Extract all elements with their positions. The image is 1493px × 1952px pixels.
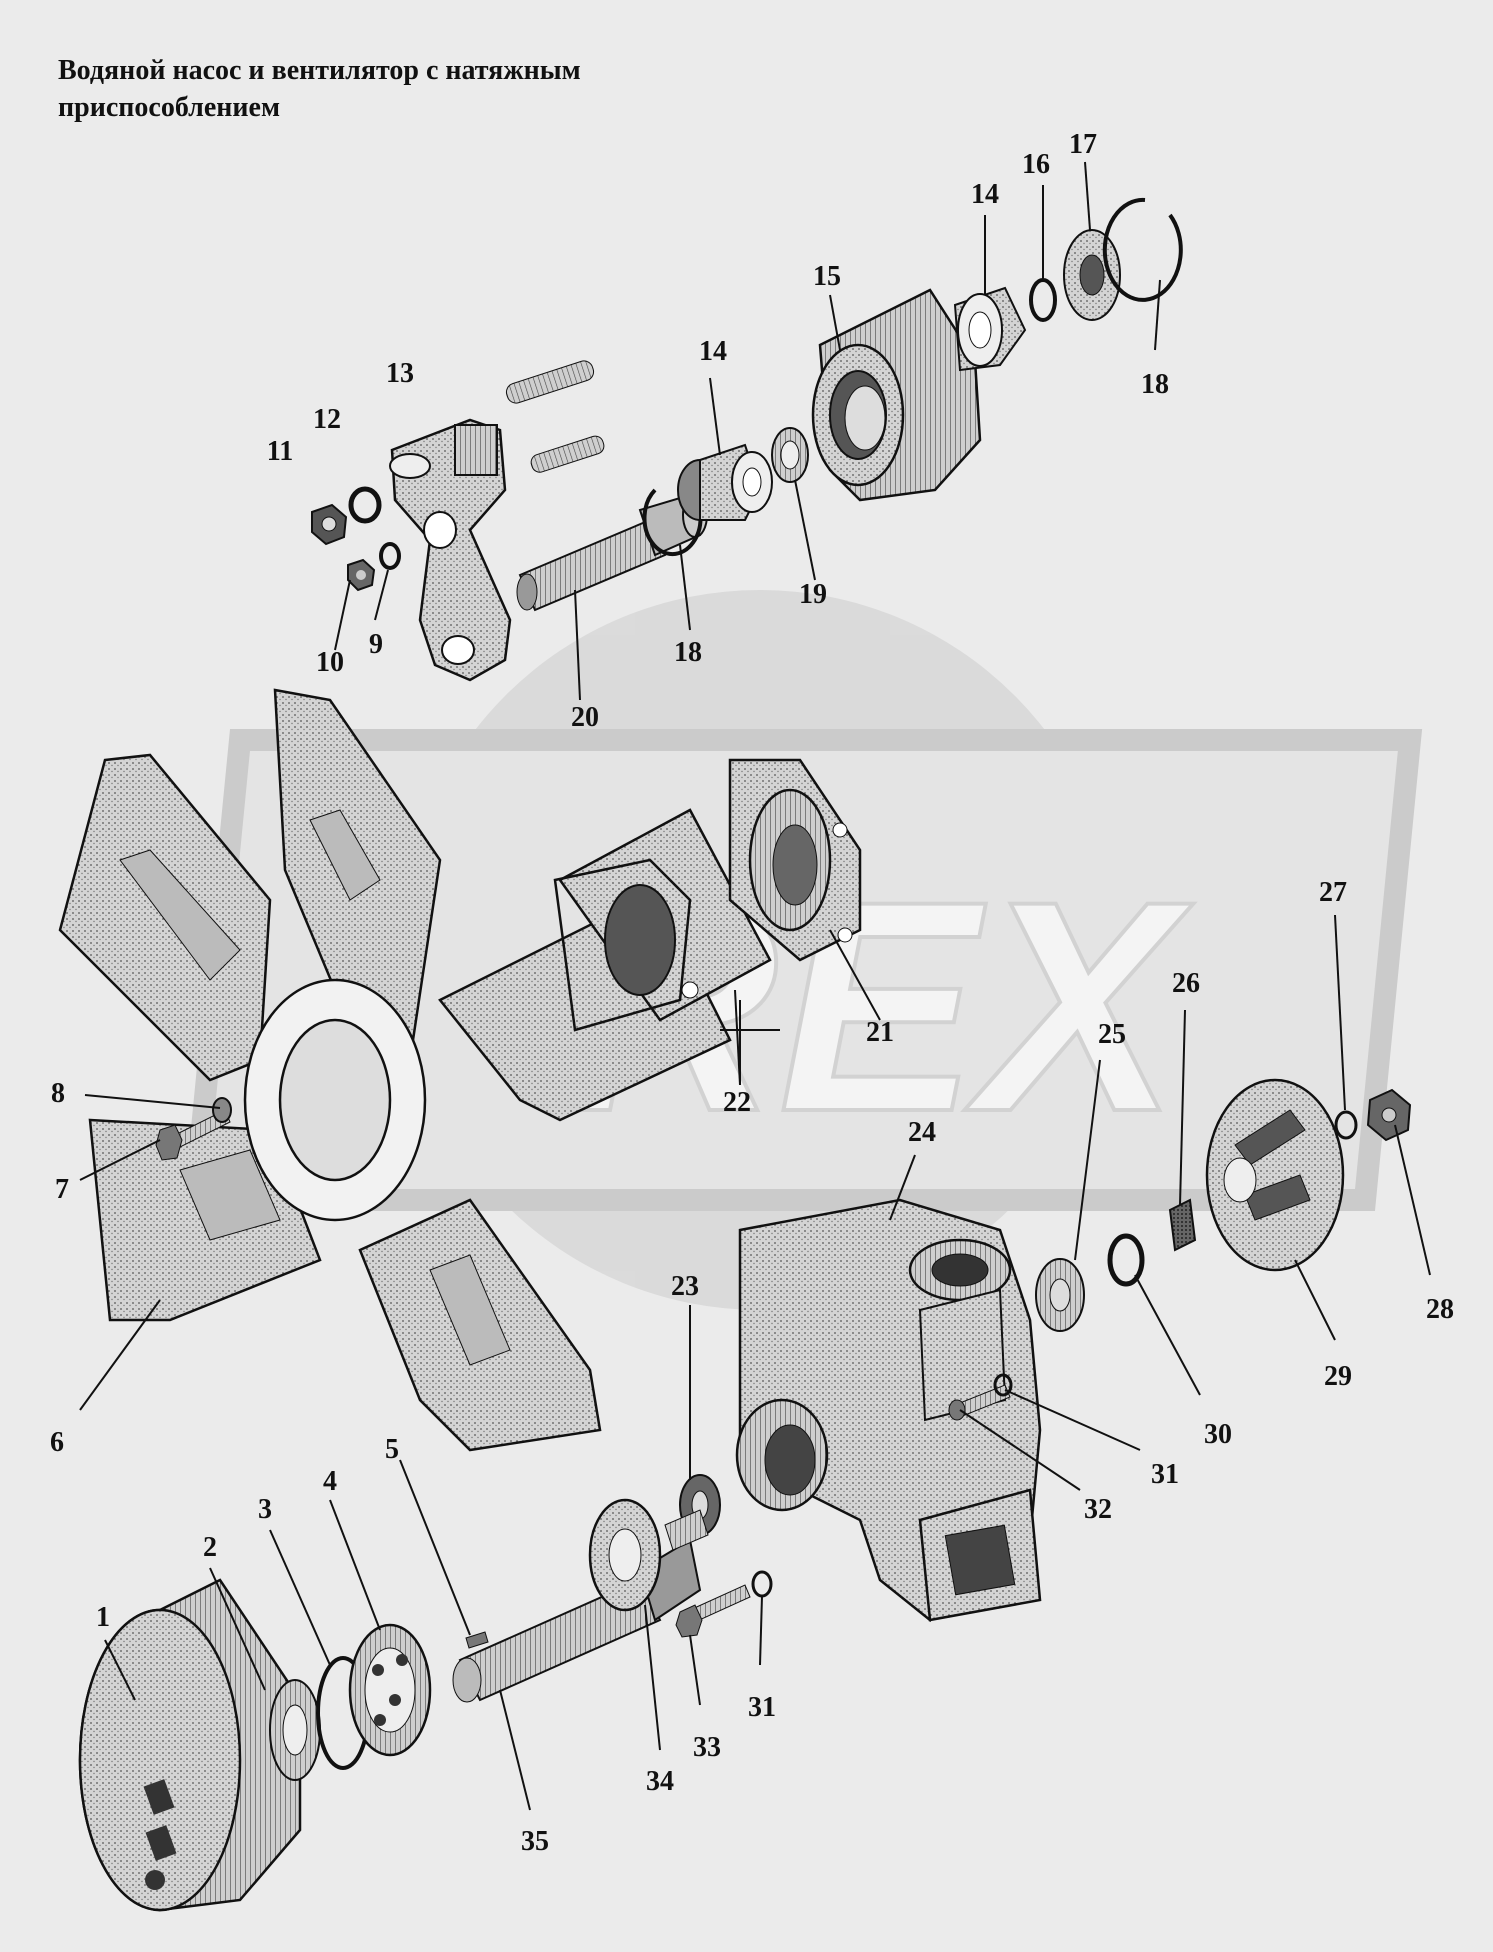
part-21-pump-flange — [728, 758, 862, 962]
part-29-impeller — [1205, 1078, 1345, 1272]
callout-22: 22 — [723, 1087, 751, 1118]
callout-14-right: 14 — [971, 179, 999, 210]
leader-lines — [79, 161, 1431, 1811]
callout-12: 12 — [313, 404, 341, 435]
callout-31-upper: 31 — [1151, 1459, 1179, 1490]
callout-15: 15 — [813, 261, 841, 292]
callout-11: 11 — [266, 436, 294, 467]
callout-3: 3 — [258, 1494, 272, 1525]
part-10-nut — [347, 558, 376, 592]
part-9-washer — [379, 542, 401, 570]
callout-24: 24 — [908, 1117, 936, 1148]
callout-21: 21 — [866, 1017, 894, 1048]
callout-17: 17 — [1069, 129, 1097, 160]
callout-23: 23 — [671, 1271, 699, 1302]
callout-31-lower: 31 — [748, 1692, 776, 1723]
title-line-1: Водяной насос и вентилятор с натяжным — [58, 55, 581, 86]
callout-6: 6 — [50, 1427, 64, 1458]
part-34-bearing — [588, 1498, 662, 1612]
part-12-washer — [348, 486, 382, 524]
part-18-circlip-upper — [1102, 197, 1183, 302]
part-1-pump-pulley — [78, 1578, 302, 1912]
callout-8: 8 — [51, 1078, 65, 1109]
callout-18-upper: 18 — [1141, 369, 1169, 400]
part-11-nut — [311, 503, 348, 546]
callout-30: 30 — [1204, 1419, 1232, 1450]
part-23-seal-lower — [664, 1509, 709, 1551]
part-22-pump-hub — [438, 808, 772, 1122]
callout-18-lower: 18 — [674, 637, 702, 668]
part-31-washer-upper — [993, 1373, 1013, 1397]
callout-35: 35 — [521, 1826, 549, 1857]
callout-13: 13 — [386, 358, 414, 389]
part-5-key — [465, 1631, 489, 1649]
callout-27: 27 — [1319, 877, 1347, 908]
part-24-pump-body — [735, 1198, 1042, 1623]
part-25-bearing — [1035, 1258, 1085, 1332]
callout-26: 26 — [1172, 968, 1200, 999]
callout-32: 32 — [1084, 1494, 1112, 1525]
callout-2: 2 — [203, 1532, 217, 1563]
part-2-seal-ring — [269, 1679, 321, 1781]
part-33-bolt — [675, 1584, 751, 1638]
diagram-title: Водяной насос и вентилятор с натяжным пр… — [58, 52, 818, 126]
part-13-adjust-screws — [505, 360, 605, 473]
part-13-tensioner-bracket — [389, 418, 512, 682]
part-6-fan — [58, 688, 602, 1452]
callout-1: 1 — [96, 1602, 110, 1633]
callout-14-left: 14 — [699, 336, 727, 367]
callout-25: 25 — [1098, 1019, 1126, 1050]
title-line-2: приспособлением — [58, 92, 281, 123]
part-4-bearing — [348, 1623, 432, 1757]
part-7-bolt — [155, 1109, 231, 1161]
callout-33: 33 — [693, 1732, 721, 1763]
part-27-washer — [1334, 1110, 1358, 1140]
callout-16: 16 — [1022, 149, 1050, 180]
callout-20: 20 — [571, 702, 599, 733]
part-31-washer-lower — [751, 1570, 773, 1598]
callout-28: 28 — [1426, 1294, 1454, 1325]
callout-5: 5 — [385, 1434, 399, 1465]
part-14-bearing-left — [677, 443, 773, 521]
part-14-bearing-right — [953, 286, 1027, 372]
part-30-ring — [1107, 1233, 1145, 1287]
callout-9: 9 — [369, 629, 383, 660]
part-26-nut — [1168, 1198, 1197, 1252]
part-15-idler-pulley — [811, 288, 982, 502]
callout-10: 10 — [316, 647, 344, 678]
part-35-shaft — [452, 1538, 702, 1703]
part-8-washer — [212, 1097, 232, 1123]
part-28-nut — [1366, 1088, 1412, 1142]
callout-19: 19 — [799, 579, 827, 610]
callout-29: 29 — [1324, 1361, 1352, 1392]
part-19-ring — [771, 427, 809, 483]
callout-7: 7 — [55, 1174, 69, 1205]
callout-34: 34 — [646, 1766, 674, 1797]
part-16-ring — [1029, 278, 1057, 322]
callout-4: 4 — [323, 1466, 337, 1497]
